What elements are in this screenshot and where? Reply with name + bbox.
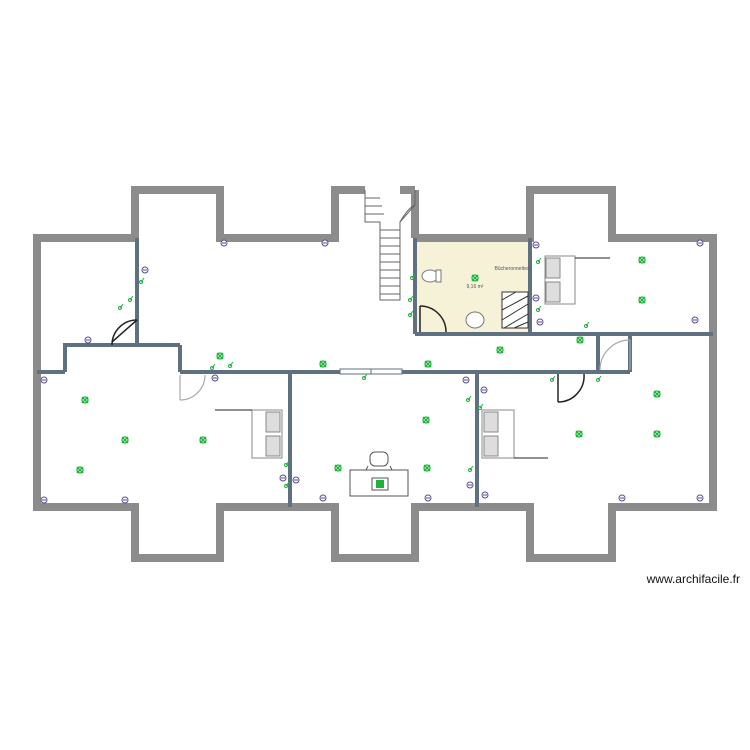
socket-icon <box>481 491 489 499</box>
ceiling-light-icon <box>576 336 584 344</box>
socket-icon <box>220 239 228 247</box>
switch-icon <box>536 305 542 312</box>
ceiling-lights <box>76 256 661 474</box>
socket-icon <box>424 494 432 502</box>
ceiling-light-icon <box>471 274 479 282</box>
ceiling-light-icon <box>422 416 430 424</box>
socket-icon <box>696 239 704 247</box>
switch-icon <box>536 257 542 264</box>
socket-icon <box>211 374 219 382</box>
ceiling-light-icon <box>424 360 432 368</box>
door-swing-icon[interactable] <box>557 373 585 403</box>
socket-icon <box>84 336 92 344</box>
switch-icon <box>550 375 556 382</box>
ceiling-light-icon <box>199 436 207 444</box>
switch-icon <box>584 321 590 328</box>
switches <box>118 257 602 488</box>
sockets <box>40 239 704 504</box>
switch-icon <box>466 395 472 402</box>
socket-icon <box>466 481 474 489</box>
socket-icon <box>319 494 327 502</box>
switch-icon <box>478 403 484 410</box>
ceiling-light-icon <box>121 436 129 444</box>
room-area: 9,16 m² <box>467 284 484 290</box>
socket-icon <box>40 496 48 504</box>
switch-icon <box>362 373 368 380</box>
bed-icon <box>215 409 283 459</box>
socket-icon <box>480 386 488 394</box>
switch-icon <box>596 375 602 382</box>
socket-icon <box>321 239 329 247</box>
socket-icon <box>536 318 544 326</box>
shower-icon <box>501 291 529 329</box>
ceiling-light-icon <box>653 430 661 438</box>
ceiling-light-icon <box>76 466 84 474</box>
corridor-window <box>339 368 403 375</box>
door-swing-icon[interactable] <box>599 339 631 371</box>
switch-icon <box>284 460 290 467</box>
switch-icon <box>468 465 474 472</box>
socket-icon <box>691 316 699 324</box>
socket-icon <box>279 474 287 482</box>
ceiling-light-icon <box>334 464 342 472</box>
switch-icon <box>408 310 414 317</box>
ceiling-light-icon <box>216 352 224 360</box>
ceiling-light-icon <box>575 430 583 438</box>
socket-icon <box>292 476 300 484</box>
ceiling-light-icon <box>496 346 504 354</box>
stair-icon[interactable] <box>364 190 416 301</box>
door-swing-icon[interactable] <box>419 305 447 333</box>
socket-icon <box>462 376 470 384</box>
socket-icon <box>618 494 626 502</box>
desk-lamp-icon <box>376 480 384 488</box>
socket-icon <box>40 376 48 384</box>
room-name: Bûcheronnettes <box>494 266 530 272</box>
ceiling-light-icon <box>653 390 661 398</box>
bed-icon <box>544 255 610 305</box>
switch-icon <box>139 277 145 284</box>
door-swing-icon[interactable] <box>179 374 206 401</box>
switch-icon <box>228 361 234 368</box>
ceiling-light-icon <box>319 360 327 368</box>
ceiling-light-icon <box>638 296 646 304</box>
sink-icon <box>465 311 485 329</box>
door-swing-icon[interactable] <box>111 319 138 346</box>
toilet-icon <box>421 269 442 283</box>
socket-icon <box>696 494 704 502</box>
switch-icon <box>210 363 216 370</box>
ceiling-light-icon <box>423 464 431 472</box>
bed-icon <box>481 409 548 459</box>
ceiling-light-icon <box>638 256 646 264</box>
switch-icon <box>410 273 416 280</box>
switch-icon <box>118 303 124 310</box>
switch-icon <box>128 295 134 302</box>
ceiling-light-icon <box>81 396 89 404</box>
socket-icon <box>121 496 129 504</box>
socket-icon <box>141 266 149 274</box>
switch-icon <box>284 481 290 488</box>
socket-icon <box>532 241 540 249</box>
chair-icon <box>365 451 393 471</box>
watermark[interactable]: www.archifacile.fr <box>646 572 740 586</box>
socket-icon <box>532 294 540 302</box>
switch-icon <box>408 295 414 302</box>
